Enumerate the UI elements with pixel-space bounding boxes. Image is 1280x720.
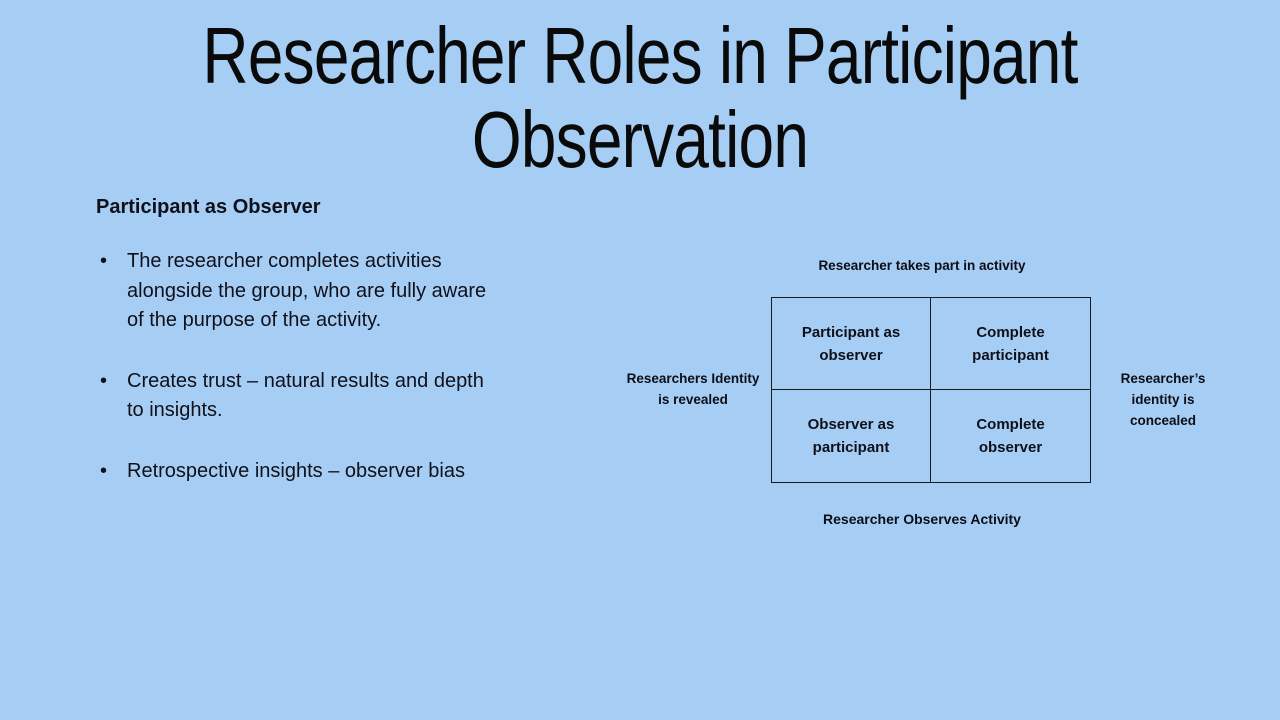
bullet-text: Retrospective insights – observer bias [127, 457, 544, 487]
diagram-right-label-line: Researcher’s [1120, 371, 1206, 386]
section-heading: Participant as Observer [96, 196, 321, 218]
diagram-top-label: Researcher takes part in activity [818, 258, 1026, 273]
diagram-left-label: Researchers Identity is revealed [613, 368, 773, 410]
matrix-cell-line: Participant as [801, 323, 901, 341]
bullet-text: Creates trust – natural results and dept… [127, 367, 544, 426]
bullet-text-line: alongside the group, who are fully aware [127, 279, 487, 302]
slide-title-line-1: Researcher Roles in Participant [202, 11, 1078, 100]
diagram-left-label-line: Researchers Identity [626, 371, 760, 386]
bullet-item: • Retrospective insights – observer bias [96, 457, 544, 487]
slide-title-line-2: Observation [471, 95, 809, 184]
quadrant-matrix: Participant as observer Complete partici… [771, 297, 1091, 483]
bullet-marker: • [100, 250, 108, 272]
bullet-text-line: to insights. [127, 399, 223, 421]
diagram-right-label-line: concealed [1129, 413, 1197, 428]
matrix-cell-bottom-right: Complete observer [931, 390, 1090, 482]
diagram-right-label: Researcher’s identity is concealed [1102, 368, 1224, 431]
bullet-item: • Creates trust – natural results and de… [96, 367, 544, 426]
diagram-left-label-line: is revealed [658, 392, 728, 407]
matrix-cell-line: participant [972, 346, 1049, 364]
matrix-cell-line: Complete [976, 323, 1045, 341]
slide-title: Researcher Roles in Participant Observat… [0, 14, 1280, 182]
bullet-text-line: Creates trust – natural results and dept… [127, 369, 484, 392]
matrix-cell-top-left: Participant as observer [772, 298, 931, 390]
matrix-cell-bottom-left: Observer as participant [772, 390, 931, 482]
matrix-cell-line: Complete [976, 416, 1045, 433]
matrix-cell-top-right: Complete participant [931, 298, 1090, 390]
matrix-cell-line: observer [819, 346, 883, 364]
bullet-text: The researcher completes activities alon… [127, 247, 544, 336]
matrix-cell-line: observer [978, 439, 1043, 456]
bullet-item: • The researcher completes activities al… [96, 247, 544, 336]
bullet-text-line: of the purpose of the activity. [127, 309, 382, 331]
diagram-right-label-line: identity is [1131, 392, 1195, 407]
bullet-list: • The researcher completes activities al… [96, 247, 544, 517]
bullet-text-line: Retrospective insights – observer bias [127, 459, 465, 482]
bullet-marker: • [100, 459, 108, 482]
bullet-marker: • [100, 369, 108, 392]
matrix-cell-line: participant [812, 439, 890, 456]
diagram-bottom-label: Researcher Observes Activity [823, 511, 1021, 527]
bullet-text-line: The researcher completes activities [127, 250, 442, 272]
matrix-cell-line: Observer as [807, 416, 895, 433]
